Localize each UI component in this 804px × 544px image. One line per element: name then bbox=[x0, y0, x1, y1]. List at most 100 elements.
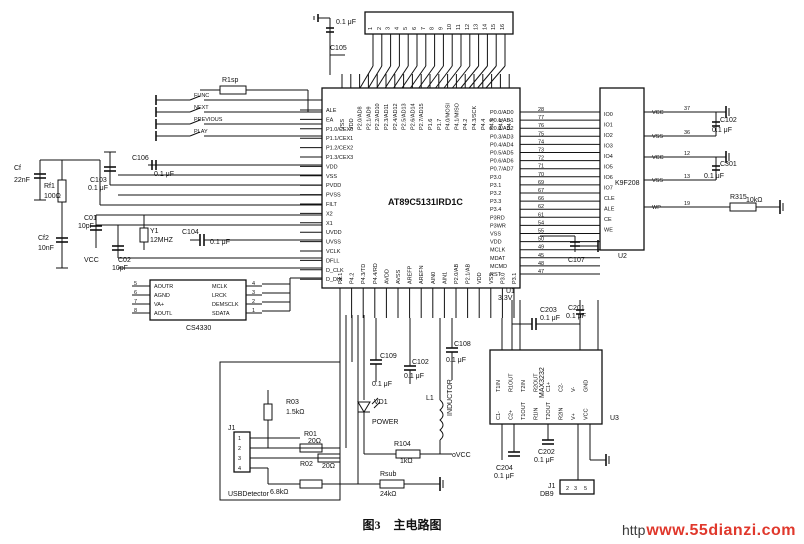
u1-top-pin-label: P2.0/AD8 bbox=[358, 106, 364, 130]
r03-label: R03 bbox=[286, 399, 299, 406]
u2-right-pin-label: VCC bbox=[652, 110, 664, 116]
top-connector-pin-1: 1 bbox=[368, 27, 374, 30]
r1sp-label: R1sp bbox=[222, 77, 238, 84]
r315-value: 10kΩ bbox=[746, 197, 763, 204]
j3-label: J1 bbox=[548, 483, 556, 490]
u1-right-pin-number: 48 bbox=[538, 261, 544, 267]
top-connector-pin-3: 3 bbox=[386, 27, 392, 30]
u1-right-pin-label: P0.7/AD7 bbox=[490, 167, 514, 173]
r03-value: 1.5kΩ bbox=[286, 409, 304, 416]
u1-left-pin-label: VDD bbox=[326, 164, 338, 170]
v33-label: 3.3V bbox=[498, 295, 513, 302]
u2-pin-label: IO1 bbox=[604, 123, 613, 129]
top-connector-pin-10: 10 bbox=[447, 24, 453, 30]
c105-label: C105 bbox=[330, 45, 347, 52]
cs4330-left-pin-label: AOUTR bbox=[154, 284, 173, 290]
u1-top-pin-label: VSS bbox=[340, 119, 346, 130]
u3-bottom-pin-label: VCC bbox=[584, 408, 590, 420]
u1-right-pin-label: P0.4/AD4 bbox=[490, 142, 514, 148]
u2-pin-label: IO4 bbox=[604, 154, 613, 160]
u1-right-pin-label: P3RD bbox=[490, 215, 505, 221]
figure-number: 图3 bbox=[362, 518, 381, 532]
figure-title: 主电路图 bbox=[393, 518, 442, 532]
u1-mcu: AT89C5131IRD1C U1 ALEEAP1.0/CEX0P1.1/CEX… bbox=[300, 74, 600, 318]
u1-bottom-pin-label: AIN1 bbox=[442, 272, 448, 284]
svg-text:2: 2 bbox=[238, 446, 241, 452]
cf-value: 22nF bbox=[14, 177, 30, 184]
cs4330-left-pin-number: 7 bbox=[134, 299, 137, 305]
u1-bottom-pin-label: P4.1 bbox=[338, 273, 344, 284]
r104-label: R104 bbox=[394, 441, 411, 448]
u2-pin-label: CE bbox=[604, 217, 612, 223]
u3-top-pin-label: GND bbox=[584, 380, 590, 392]
u1-right-pin-number: 54 bbox=[538, 220, 544, 226]
capacitor-c105: 0.1 μF C105 bbox=[313, 14, 356, 75]
u2-right-pin-label: WP bbox=[652, 205, 661, 211]
top-connector-pin-14: 14 bbox=[482, 24, 488, 30]
c102b-value: 0.1 μF bbox=[404, 373, 424, 380]
c301-value: 0.1 μF bbox=[704, 173, 724, 180]
u1-top-pin-label: P2.4/AD12 bbox=[393, 103, 399, 130]
u1-left-pin-label: UVDD bbox=[326, 230, 342, 236]
svg-text:2: 2 bbox=[566, 486, 569, 492]
top-connector-pin-9: 9 bbox=[438, 27, 444, 30]
usb-detector-label: USBDetector bbox=[228, 491, 270, 498]
r01-label: R01 bbox=[304, 431, 317, 438]
rsub-value: 24kΩ bbox=[380, 491, 397, 498]
top-connector-wire bbox=[359, 65, 374, 89]
cs4330-left-pin-label: AOUTL bbox=[154, 311, 172, 317]
r104-value: 1kΩ bbox=[400, 458, 413, 465]
button-contact bbox=[189, 95, 201, 101]
u1-top-pin-label: P4.4 bbox=[481, 119, 487, 130]
top-connector-wire bbox=[477, 65, 497, 89]
u1-top-pin-label: P4.3/SCK bbox=[472, 106, 478, 130]
cs4330-right-pin-label: LRCK bbox=[212, 293, 227, 299]
l1-label: L1 bbox=[426, 395, 434, 402]
u3-bottom-pin-label: T1OUT bbox=[521, 401, 527, 420]
u1-right-pin-number: 45 bbox=[538, 253, 544, 259]
u1-bottom-pin-label: VSS bbox=[489, 273, 495, 284]
u1-left-pin-label: P1.3/CEX3 bbox=[326, 155, 353, 161]
u1-right-pin-number: 72 bbox=[538, 156, 544, 162]
u1-top-pin-label: P4.6 bbox=[498, 119, 504, 130]
c108-value: 0.1 μF bbox=[446, 357, 466, 364]
usb-detector-box bbox=[219, 361, 341, 501]
u1-right-pin-label: P0.6/AD6 bbox=[490, 159, 514, 165]
y1-label: Y1 bbox=[150, 228, 159, 235]
top-connector-pin-12: 12 bbox=[465, 24, 471, 30]
c102b-label: C102 bbox=[412, 359, 429, 366]
c203-value: 0.1 μF bbox=[540, 315, 560, 322]
c108-label: C108 bbox=[454, 341, 471, 348]
u1-left-pin-label: P1.2/CEX2 bbox=[326, 146, 353, 152]
u1-right-pin-label: MCMD bbox=[490, 264, 507, 270]
top-connector-pin-13: 13 bbox=[474, 24, 480, 30]
u2-right-pin-number: 12 bbox=[684, 151, 690, 157]
db9-connector bbox=[559, 479, 595, 495]
c204-value: 0.1 μF bbox=[494, 473, 514, 480]
db9-label: DB9 bbox=[540, 491, 554, 498]
u2-right-pin-number: 37 bbox=[684, 106, 690, 112]
svg-text:5: 5 bbox=[584, 486, 587, 492]
rf-label: Rf1 bbox=[44, 183, 55, 190]
u1-right-pin-label: RST bbox=[490, 272, 502, 278]
button-next-label: NEXT bbox=[194, 105, 209, 111]
u1-right-pin-number: 70 bbox=[538, 172, 544, 178]
u1-right-pin-label: P3.4 bbox=[490, 207, 501, 213]
c106-label: C106 bbox=[132, 155, 149, 162]
r-left-value: 6.8kΩ bbox=[270, 489, 288, 496]
u3-top-pin-label: R2OUT bbox=[534, 373, 540, 392]
u2-right-pin-label: VSS bbox=[652, 178, 663, 184]
connector-j1 bbox=[233, 431, 251, 473]
cs4330-left-pin-number: 8 bbox=[134, 308, 137, 314]
u2-pin-label: ALE bbox=[604, 207, 615, 213]
cs4330-right-pin-number: 3 bbox=[252, 290, 255, 296]
u2-pin-label: IO0 bbox=[604, 112, 613, 118]
u1-left-pin-label: D_CLK bbox=[326, 268, 344, 274]
